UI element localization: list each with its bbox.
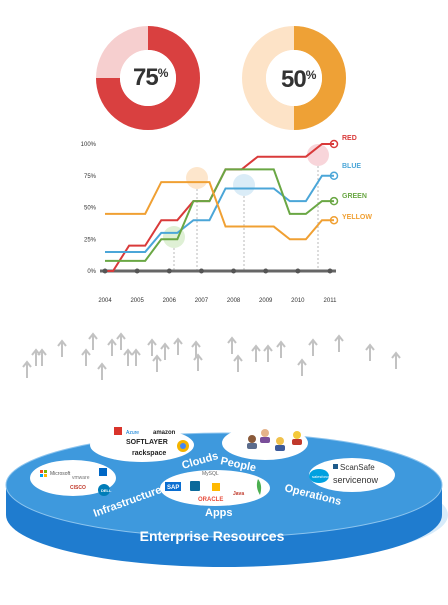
pill-clouds (90, 428, 194, 462)
person-icon (248, 435, 256, 443)
donut-red-value: 75% (133, 64, 168, 91)
legend-label-yellow: YELLOW (342, 214, 372, 221)
legend-label-red: RED (342, 135, 357, 142)
highlight-circle-red (307, 144, 329, 166)
logo-amazon: amazon (153, 430, 176, 436)
logo-microsoft: Microsoft (50, 471, 71, 477)
logo-scansafe: ScanSafe (340, 463, 375, 472)
donut-orange-value: 50% (281, 66, 316, 93)
x-axis-dot (327, 268, 333, 274)
logo-salesforce: salesforce (312, 474, 331, 479)
y-tick-label: 100% (81, 142, 97, 148)
logo-dell: DELL (101, 488, 112, 493)
donut-orange-arc (293, 26, 346, 130)
group-label-apps: Apps (205, 507, 233, 519)
sharepoint-logo-icon (190, 481, 200, 491)
y-tick-label: 0% (87, 269, 96, 275)
y-tick-label: 25% (84, 237, 97, 243)
donut-red (96, 26, 200, 130)
logo-sap: SAP (167, 485, 179, 491)
logo-rackspace: rackspace (132, 450, 166, 457)
x-axis-dot (198, 268, 204, 274)
x-axis-dot (134, 268, 140, 274)
person-icon (276, 437, 284, 445)
platform-title: Enterprise Resources (140, 528, 285, 544)
arrow-icons (22, 333, 401, 381)
highlight-circle-blue (233, 174, 255, 196)
mongodb-leaf-icon (256, 479, 262, 495)
x-tick-label: 2010 (291, 298, 305, 304)
legend-label-blue: BLUE (342, 163, 361, 170)
series-line-yellow (105, 181, 330, 241)
y-tick-label: 50% (84, 206, 97, 212)
x-tick-label: 2004 (98, 298, 112, 304)
rising-arrows (22, 333, 401, 381)
x-tick-label: 2008 (227, 298, 241, 304)
chart-legend: RED BLUE GREEN YELLOW (342, 135, 372, 221)
dell-logo-icon (98, 484, 110, 496)
series-line-green (105, 168, 330, 262)
highlight-circle-yellow (186, 167, 208, 189)
pill-operations (309, 458, 395, 492)
x-tick-label: 2007 (195, 298, 209, 304)
enterprise-platform: Clouds People Infrastructure Apps Operat… (5, 426, 448, 567)
logo-cisco: CISCO (70, 485, 86, 491)
logo-java: Java (233, 491, 244, 497)
person-icon (261, 429, 269, 437)
y-tick-label: 75% (84, 174, 97, 180)
donut-charts (96, 26, 346, 130)
office-logo-icon (114, 427, 122, 435)
windows-logo-icon (212, 483, 220, 491)
logo-softlayer: SOFTLAYER (126, 439, 168, 446)
logo-servicenow: servicenow (333, 475, 379, 485)
x-tick-label: 2006 (163, 298, 177, 304)
platform-rim (5, 432, 443, 538)
x-axis-dot (166, 268, 172, 274)
logo-oracle: ORACLE (198, 497, 223, 503)
x-tick-label: 2005 (130, 298, 144, 304)
scansafe-logo-icon (333, 464, 338, 469)
donut-red-hole (120, 50, 176, 106)
chart-highlight-circles (163, 144, 329, 248)
sap-logo-icon (165, 482, 181, 491)
x-tick-labels: 2004 2005 2006 2007 2008 2009 2010 2011 (98, 298, 337, 304)
cloud-logo-icon (119, 469, 129, 477)
x-tick-label: 2009 (259, 298, 273, 304)
legend-label-green: GREEN (342, 193, 367, 200)
x-axis-dot (102, 268, 108, 274)
x-axis-dot (231, 268, 237, 274)
netapp-logo-icon (99, 468, 107, 476)
logo-mysql: MySQL (202, 471, 219, 477)
x-axis-dot (263, 268, 269, 274)
microsoft-logo-icon (40, 470, 43, 473)
x-tick-label: 2011 (324, 298, 338, 304)
salesforce-logo-icon (309, 469, 329, 483)
line-chart: 100% 75% 50% 25% 0% 2004 2005 2006 2007 2008 2009… (81, 135, 373, 304)
donut-red-arc (96, 26, 200, 130)
logo-vmware: vmware (72, 475, 90, 481)
y-tick-labels: 100% 75% 50% 25% 0% (81, 142, 97, 275)
donut-orange-hole (266, 50, 322, 106)
pill-infrastructure (30, 460, 116, 496)
person-icon (293, 431, 301, 439)
x-axis-dot (295, 268, 301, 274)
logo-azure: Azure (126, 430, 139, 436)
donut-orange (242, 26, 346, 130)
chart-series (102, 139, 339, 274)
